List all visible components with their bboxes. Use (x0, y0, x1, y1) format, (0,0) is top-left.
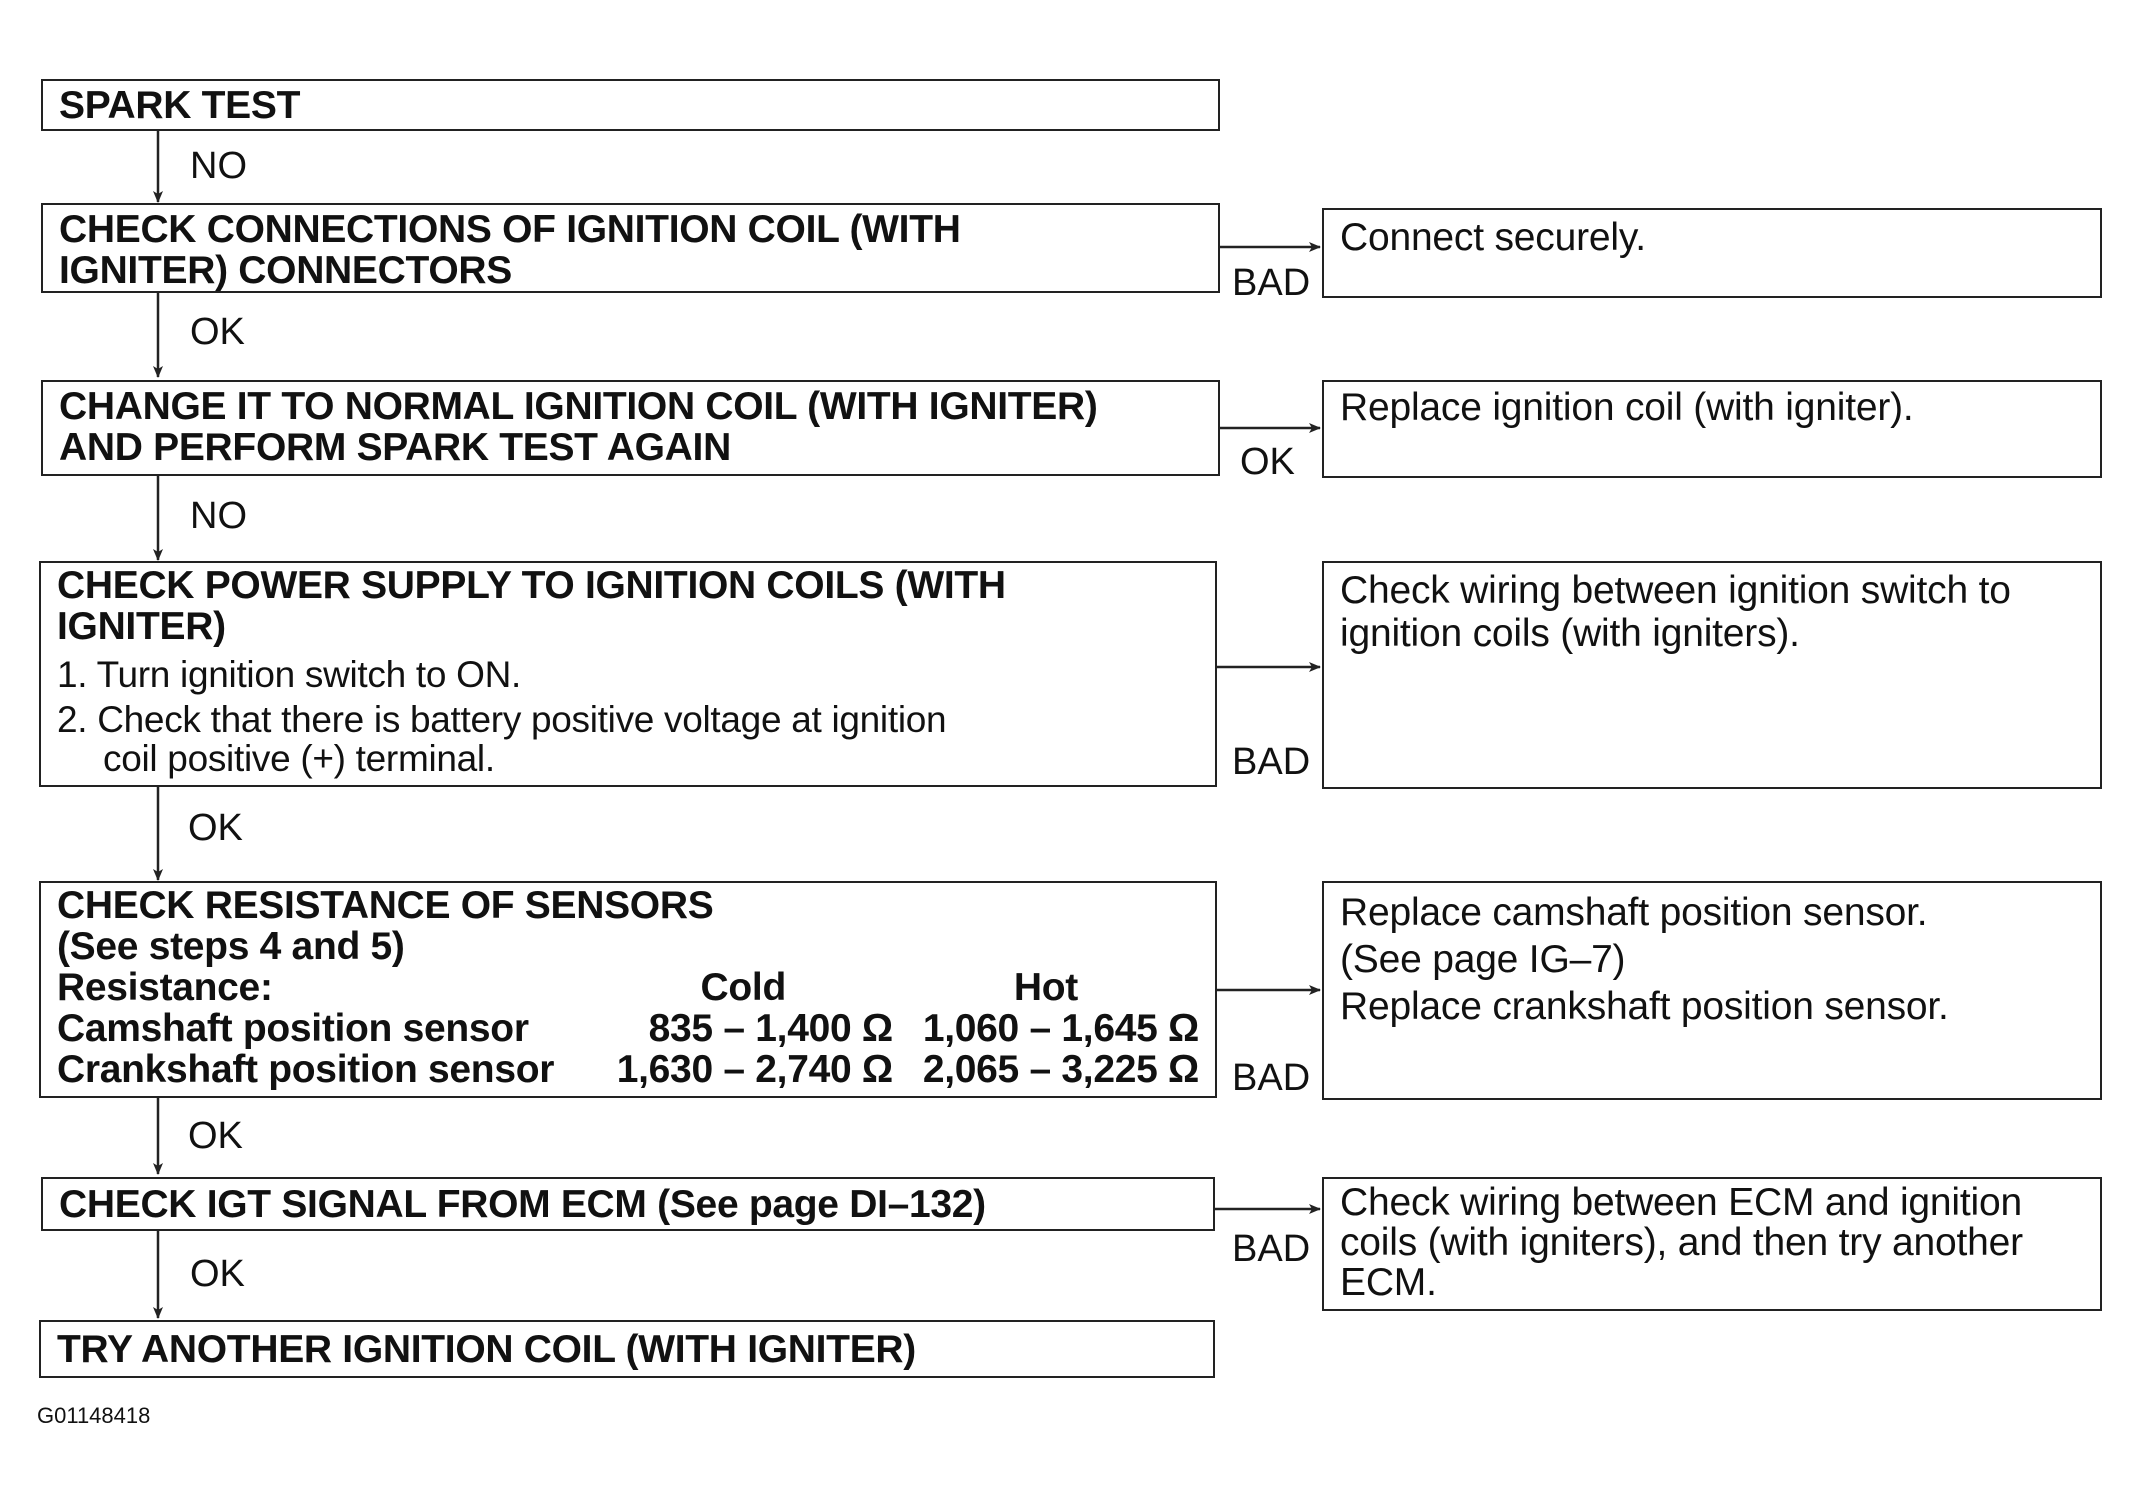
step-change-coil-line2: AND PERFORM SPARK TEST AGAIN (59, 426, 731, 469)
action-connect-securely-text: Connect securely. (1340, 216, 1646, 259)
label-down-ok-5: OK (188, 1115, 243, 1157)
step-spark-test-label: SPARK TEST (59, 84, 301, 127)
step-change-coil: CHANGE IT TO NORMAL IGNITION COIL (WITH … (41, 380, 1220, 476)
step-check-resistance-line2: (See steps 4 and 5) (57, 925, 405, 968)
step-change-coil-line1: CHANGE IT TO NORMAL IGNITION COIL (WITH … (59, 385, 1098, 428)
action-check-wiring-switch-line1: Check wiring between ignition switch to (1340, 569, 2011, 612)
step-try-another-coil-label: TRY ANOTHER IGNITION COIL (WITH IGNITER) (57, 1328, 916, 1371)
action-check-wiring-switch: Check wiring between ignition switch to … (1322, 561, 2102, 789)
table-row: Camshaft position sensor 835 – 1,400 Ω 1… (57, 1008, 1199, 1049)
label-right-bad-5: BAD (1232, 1057, 1311, 1099)
step-check-connections-line1: CHECK CONNECTIONS OF IGNITION COIL (WITH (59, 208, 961, 251)
resistance-header-cold: Cold (700, 966, 787, 1009)
camshaft-hot-value: 1,060 – 1,645 Ω (922, 1007, 1199, 1050)
action-replace-sensors-line2: (See page IG–7) (1340, 938, 1626, 981)
crankshaft-hot-value: 2,065 – 3,225 Ω (922, 1048, 1199, 1091)
step-check-igt-signal-label: CHECK IGT SIGNAL FROM ECM (See page DI–1… (59, 1183, 986, 1226)
step-check-power-supply: CHECK POWER SUPPLY TO IGNITION COILS (WI… (39, 561, 1217, 787)
label-right-bad-6: BAD (1232, 1228, 1311, 1270)
camshaft-cold-value: 835 – 1,400 Ω (648, 1007, 894, 1050)
action-check-wiring-ecm-line1: Check wiring between ECM and ignition (1340, 1181, 2022, 1224)
resistance-table: Resistance: Cold Hot Camshaft position s… (57, 967, 1199, 1090)
table-row: Crankshaft position sensor 1,630 – 2,740… (57, 1049, 1199, 1090)
action-check-wiring-ecm: Check wiring between ECM and ignition co… (1322, 1177, 2102, 1311)
label-down-ok-6: OK (190, 1253, 245, 1295)
resistance-header-hot: Hot (1013, 966, 1078, 1009)
action-connect-securely: Connect securely. (1322, 208, 2102, 298)
step-check-power-supply-line1: CHECK POWER SUPPLY TO IGNITION COILS (WI… (57, 564, 1006, 607)
step-check-igt-signal: CHECK IGT SIGNAL FROM ECM (See page DI–1… (41, 1177, 1215, 1231)
label-right-bad-2: BAD (1232, 262, 1311, 304)
label-right-bad-4: BAD (1232, 741, 1311, 783)
sensor-name-crankshaft: Crankshaft position sensor (57, 1048, 555, 1091)
action-replace-sensors-line3: Replace crankshaft position sensor. (1340, 985, 1949, 1028)
label-down-ok-4: OK (188, 807, 243, 849)
power-supply-substep-2b: coil positive (+) terminal. (103, 738, 495, 779)
power-supply-substep-2a: 2. Check that there is battery positive … (57, 699, 947, 740)
action-replace-ignition-coil: Replace ignition coil (with igniter). (1322, 380, 2102, 478)
action-check-wiring-switch-line2: ignition coils (with igniters). (1340, 612, 1800, 655)
figure-code: G01148418 (37, 1403, 151, 1428)
crankshaft-cold-value: 1,630 – 2,740 Ω (616, 1048, 893, 1091)
sensor-name-camshaft: Camshaft position sensor (57, 1007, 529, 1050)
step-try-another-coil: TRY ANOTHER IGNITION COIL (WITH IGNITER) (39, 1320, 1215, 1378)
step-check-power-supply-line2: IGNITER) (57, 605, 226, 648)
label-down-no-3: NO (190, 495, 247, 537)
power-supply-substep-1: 1. Turn ignition switch to ON. (57, 654, 521, 695)
action-check-wiring-ecm-line2: coils (with igniters), and then try anot… (1340, 1221, 2023, 1264)
action-replace-sensors-line1: Replace camshaft position sensor. (1340, 891, 1928, 934)
step-check-connections-line2: IGNITER) CONNECTORS (59, 249, 512, 292)
step-check-connections: CHECK CONNECTIONS OF IGNITION COIL (WITH… (41, 203, 1220, 293)
label-down-no-1: NO (190, 145, 247, 187)
action-check-wiring-ecm-line3: ECM. (1340, 1261, 1437, 1304)
action-replace-ignition-coil-text: Replace ignition coil (with igniter). (1340, 386, 1914, 429)
action-replace-sensors: Replace camshaft position sensor. (See p… (1322, 881, 2102, 1100)
step-check-resistance-line1: CHECK RESISTANCE OF SENSORS (57, 884, 714, 927)
resistance-header-row: Resistance: Cold Hot (57, 967, 1199, 1008)
resistance-header-label: Resistance: (57, 966, 273, 1009)
label-right-ok-3: OK (1240, 441, 1295, 483)
label-down-ok-2: OK (190, 311, 245, 353)
step-spark-test: SPARK TEST (41, 79, 1220, 131)
step-check-resistance: CHECK RESISTANCE OF SENSORS (See steps 4… (39, 881, 1217, 1098)
